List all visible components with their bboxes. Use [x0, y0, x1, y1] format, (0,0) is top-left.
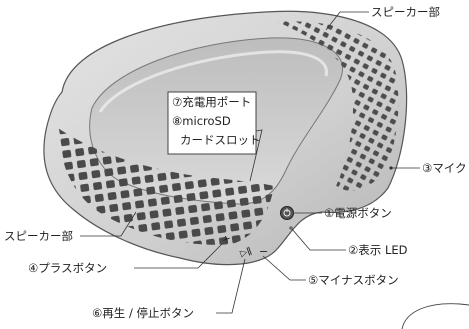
- label-minus-button: ⑤マイナスボタン: [308, 273, 399, 287]
- label-plus-button: ④プラスボタン: [28, 261, 107, 275]
- callout-speaker-top: スピーカー部: [325, 5, 440, 31]
- status-led: [289, 226, 293, 230]
- label-led: ②表示 LED: [348, 243, 408, 257]
- callout-minus: ⑤マイナスボタン: [262, 255, 399, 287]
- minus-button-mark[interactable]: −: [259, 245, 268, 258]
- play-pause-button-mark[interactable]: ▷ǁ: [239, 246, 253, 259]
- plus-button-mark[interactable]: +: [220, 232, 233, 247]
- mic-hole: [389, 166, 393, 170]
- callout-play-pause: ⑥再生 / 停止ボタン: [92, 258, 246, 320]
- label-charge-port: ⑦充電用ポート: [172, 95, 251, 109]
- callout-power: ①電源ボタン: [293, 206, 392, 220]
- label-microsd: ⑧microSD: [172, 114, 231, 128]
- label-power-button: ①電源ボタン: [324, 206, 392, 220]
- label-card-slot: カードスロット: [180, 133, 261, 147]
- label-speaker-top: スピーカー部: [371, 5, 440, 19]
- callout-mic: ③マイク: [392, 161, 467, 175]
- power-button[interactable]: [280, 206, 294, 220]
- cropped-circle-outline: [401, 303, 469, 329]
- label-mic: ③マイク: [422, 161, 467, 175]
- label-play-pause: ⑥再生 / 停止ボタン: [92, 306, 194, 320]
- label-speaker-left: スピーカー部: [4, 229, 73, 243]
- callout-port-box: ⑦充電用ポート ⑧microSD カードスロット: [167, 91, 263, 182]
- callout-plus: ④プラスボタン: [28, 243, 223, 275]
- right-speaker-grille: [278, 21, 399, 191]
- left-speaker-grille: [58, 128, 274, 245]
- callout-led: ②表示 LED: [291, 228, 408, 257]
- callout-speaker-left: スピーカー部: [4, 211, 137, 243]
